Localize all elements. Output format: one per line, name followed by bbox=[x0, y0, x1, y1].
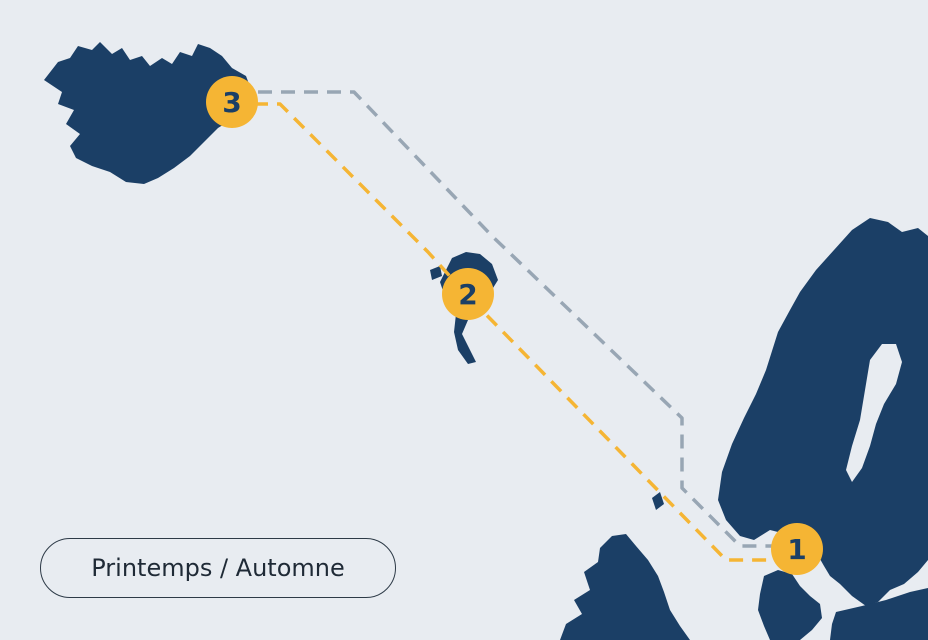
stop-marker-3[interactable]: 3 bbox=[206, 76, 258, 128]
scandinavia-landmass bbox=[718, 218, 928, 606]
denmark-landmass bbox=[758, 570, 822, 640]
season-toggle-button[interactable]: Printemps / Automne bbox=[40, 538, 396, 598]
stop-marker-3-label: 3 bbox=[222, 86, 241, 119]
season-toggle-label: Printemps / Automne bbox=[91, 554, 345, 582]
stop-marker-2[interactable]: 2 bbox=[442, 268, 494, 320]
outbound-route-line bbox=[254, 102, 780, 562]
stop-marker-1-label: 1 bbox=[787, 533, 806, 566]
continent-landmass bbox=[830, 588, 928, 640]
stop-marker-1[interactable]: 1 bbox=[771, 523, 823, 575]
return-route-line bbox=[258, 90, 780, 548]
iceland-landmass bbox=[44, 42, 252, 184]
british-isles-islet bbox=[652, 492, 664, 510]
stop-marker-2-label: 2 bbox=[458, 278, 477, 311]
british-isles-landmass bbox=[560, 534, 690, 640]
gulf-of-bothnia bbox=[846, 344, 902, 482]
